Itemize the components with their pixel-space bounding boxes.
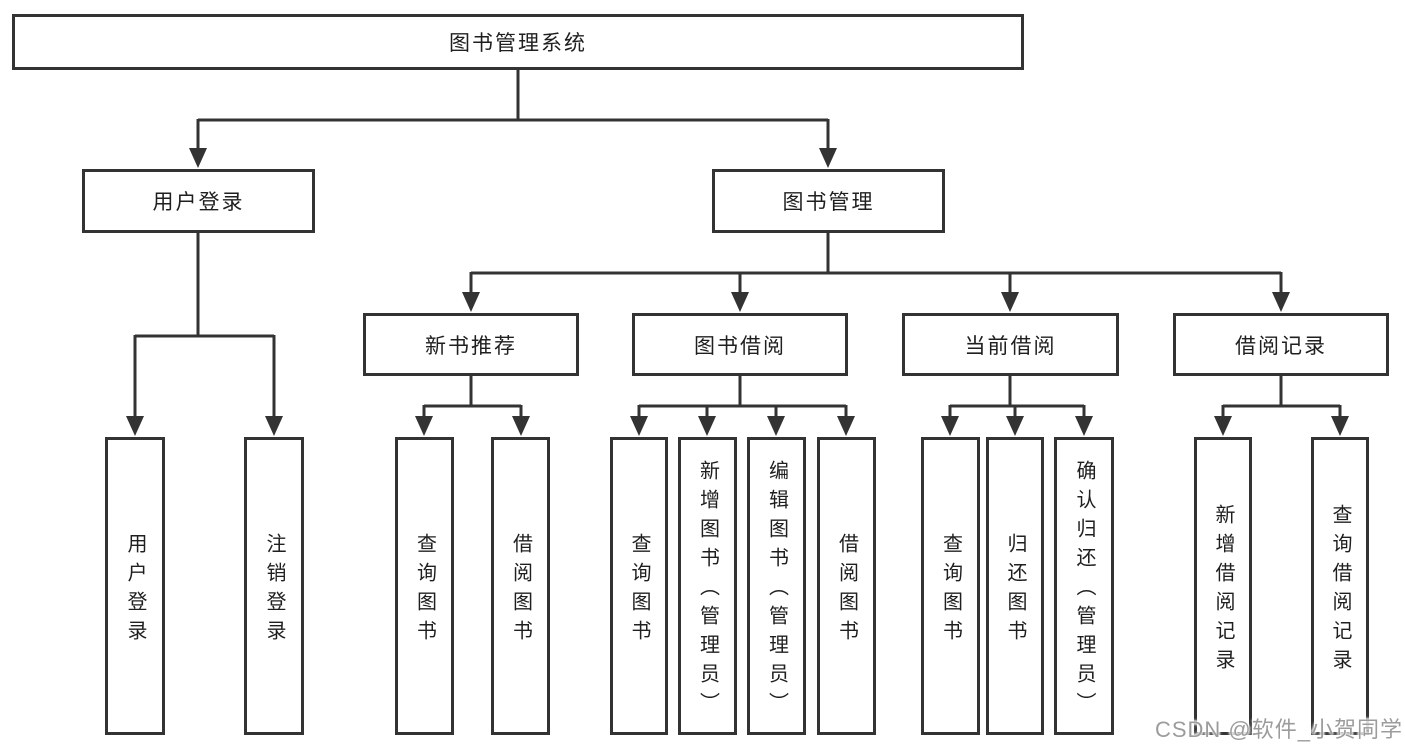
- leaf-user-login: 用户登录: [105, 437, 165, 735]
- node-user-login: 用户登录: [82, 169, 315, 233]
- leaf-query-book-recommend-label: 查询图书: [413, 532, 436, 649]
- leaf-borrow-book-recommend-label: 借阅图书: [509, 532, 532, 649]
- leaf-borrow-book: 借阅图书: [817, 437, 876, 735]
- leaf-confirm-return-admin: 确认归还（管理员）: [1054, 437, 1114, 735]
- leaf-add-borrow-record: 新增借阅记录: [1194, 437, 1252, 735]
- leaf-query-book-current-label: 查询图书: [939, 532, 962, 649]
- node-borrow-records: 借阅记录: [1173, 313, 1389, 376]
- leaf-add-book-admin: 新增图书（管理员）: [678, 437, 737, 735]
- leaf-confirm-return-admin-label: 确认归还（管理员）: [1073, 460, 1095, 721]
- node-borrow-records-label: 借阅记录: [1235, 334, 1327, 358]
- node-library-management-system: 图书管理系统: [12, 14, 1024, 70]
- node-book-management-label: 图书管理: [782, 191, 875, 214]
- leaf-query-book-current: 查询图书: [921, 437, 980, 735]
- connector-arrowheads: [126, 148, 1349, 436]
- leaf-query-borrow-record: 查询借阅记录: [1311, 437, 1369, 735]
- node-current-borrow: 当前借阅: [902, 313, 1119, 376]
- leaf-query-borrow-record-label: 查询借阅记录: [1329, 503, 1351, 678]
- leaf-edit-book-admin: 编辑图书（管理员）: [747, 437, 806, 735]
- leaf-return-book-label: 归还图书: [1004, 532, 1026, 649]
- node-current-borrow-label: 当前借阅: [964, 334, 1057, 358]
- leaf-return-book: 归还图书: [986, 437, 1044, 735]
- csdn-watermark: CSDN @软件_小贺同学: [1154, 717, 1403, 742]
- leaf-add-book-admin-label: 新增图书（管理员）: [696, 460, 719, 721]
- node-new-book-recommend-label: 新书推荐: [425, 334, 517, 358]
- leaf-user-login-label: 用户登录: [124, 532, 146, 649]
- node-user-login-label: 用户登录: [152, 191, 245, 214]
- node-new-book-recommend: 新书推荐: [363, 313, 579, 376]
- leaf-borrow-book-label: 借阅图书: [835, 532, 858, 649]
- leaf-query-book-recommend: 查询图书: [395, 437, 454, 735]
- leaf-logout-label: 注销登录: [263, 532, 285, 649]
- node-book-borrow: 图书借阅: [632, 313, 848, 376]
- node-library-management-system-label: 图书管理系统: [449, 32, 587, 55]
- leaf-query-book-borrow: 查询图书: [610, 437, 668, 735]
- connector-edges: [133, 70, 1342, 418]
- node-book-management: 图书管理: [712, 169, 945, 233]
- leaf-borrow-book-recommend: 借阅图书: [491, 437, 550, 735]
- leaf-query-book-borrow-label: 查询图书: [628, 532, 650, 649]
- node-book-borrow-label: 图书借阅: [694, 334, 786, 358]
- leaf-add-borrow-record-label: 新增借阅记录: [1212, 503, 1234, 678]
- leaf-logout: 注销登录: [244, 437, 304, 735]
- leaf-edit-book-admin-label: 编辑图书（管理员）: [765, 460, 788, 721]
